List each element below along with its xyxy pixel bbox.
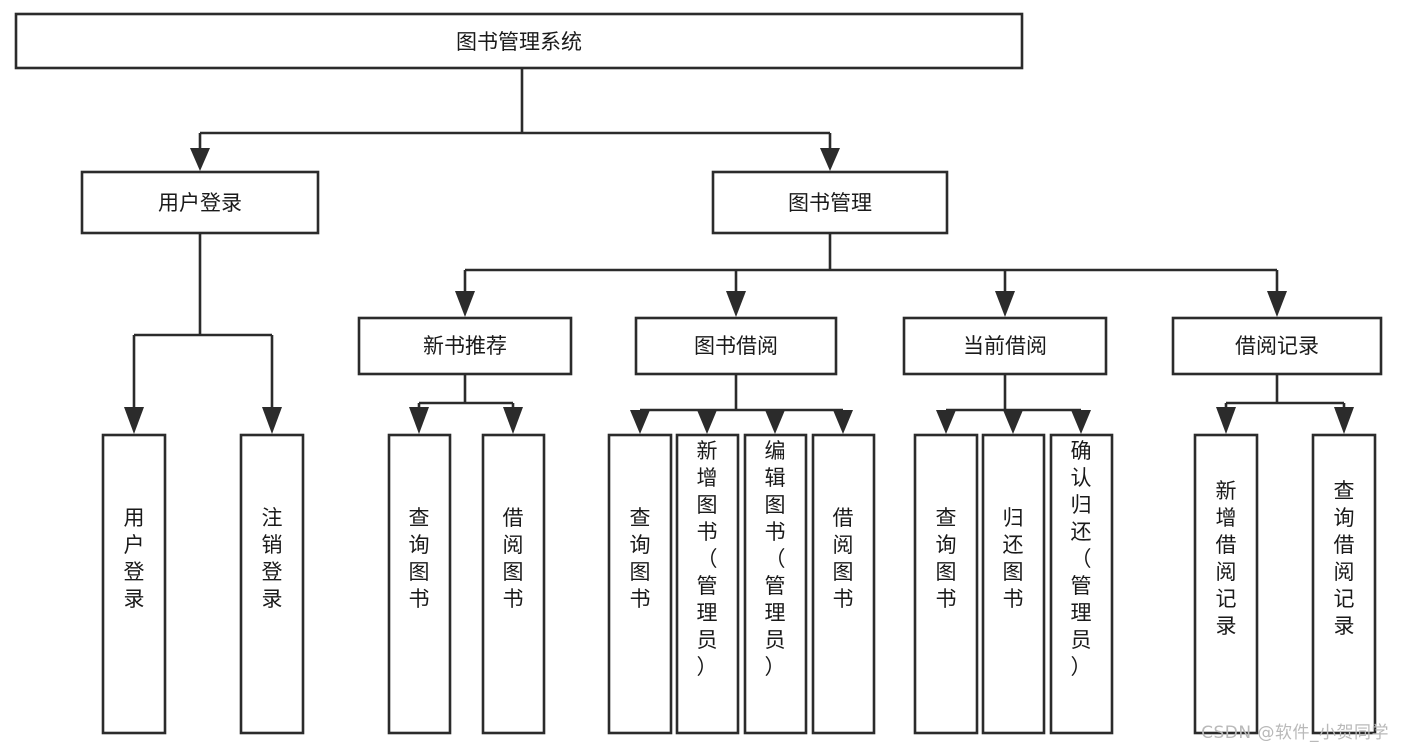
node-borrow-record[interactable]: 借阅记录 [1171, 316, 1383, 376]
arrow-book-manage-to-record [1267, 291, 1287, 317]
arrow-recommend-to-leaf2 [503, 407, 523, 434]
leaf-node-query-borrow-record-box[interactable] [1311, 433, 1377, 735]
arrow-current-to-leaf1 [936, 410, 956, 434]
node-book-borrow-box[interactable] [634, 316, 838, 376]
node-book-borrow-label: 图书借阅 [694, 334, 778, 358]
leaf-node-query-book-1-box[interactable] [387, 433, 452, 735]
leaf-node-query-book-3[interactable]: 查询图书 [913, 433, 979, 735]
leaf-node-add-borrow-record-label: 新增借阅记录 [1216, 479, 1237, 638]
arrow-bookborrow-to-leaf4 [833, 410, 853, 434]
arrow-book-manage-to-current [995, 291, 1015, 317]
leaf-node-user-login-label: 用户登录 [124, 506, 145, 611]
node-user-login-box[interactable] [80, 170, 320, 235]
arrow-root-to-user-login [190, 148, 210, 171]
leaf-node-query-book-2-box[interactable] [607, 433, 673, 735]
leaf-node-add-book-admin-label: 新增图书（管理员） [697, 439, 718, 679]
leaf-node-add-book-admin-box[interactable] [675, 433, 740, 735]
leaf-node-confirm-return-admin-label: 确认归还（管理员） [1071, 439, 1092, 679]
leaf-node-add-book-admin[interactable]: 新增图书（管理员） [675, 433, 740, 735]
node-new-book-recommend-box[interactable] [357, 316, 573, 376]
leaf-node-edit-book-admin-label: 编辑图书（管理员） [765, 439, 786, 679]
leaf-node-query-book-2[interactable]: 查询图书 [607, 433, 673, 735]
arrow-current-to-leaf2 [1003, 410, 1023, 434]
leaf-node-edit-book-admin[interactable]: 编辑图书（管理员） [743, 433, 808, 735]
node-book-manage-label: 图书管理 [788, 191, 872, 215]
leaf-node-return-book-label: 归还图书 [1003, 506, 1024, 611]
arrow-user-login-to-leaf2 [262, 407, 282, 434]
leaf-node-logout-login[interactable]: 注销登录 [239, 433, 305, 735]
csdn-watermark: CSDN @软件_小贺同学 [1201, 723, 1389, 743]
node-current-borrow[interactable]: 当前借阅 [902, 316, 1108, 376]
leaf-node-borrow-book-1-label: 借阅图书 [503, 506, 524, 611]
node-book-manage-box[interactable] [711, 170, 949, 235]
leaf-node-logout-login-label: 注销登录 [262, 506, 283, 611]
node-root-label: 图书管理系统 [456, 30, 582, 54]
leaf-node-query-borrow-record[interactable]: 查询借阅记录 [1311, 433, 1377, 735]
leaf-node-add-borrow-record[interactable]: 新增借阅记录 [1193, 433, 1259, 735]
arrow-current-to-leaf3 [1071, 410, 1091, 434]
arrow-book-manage-to-borrow [726, 291, 746, 317]
arrow-recommend-to-leaf1 [409, 407, 429, 434]
leaf-node-borrow-book-2-label: 借阅图书 [833, 506, 854, 611]
leaf-node-query-book-3-box[interactable] [913, 433, 979, 735]
connector-layer [124, 68, 1354, 434]
leaf-node-borrow-book-1-box[interactable] [481, 433, 546, 735]
node-book-borrow[interactable]: 图书借阅 [634, 316, 838, 376]
leaf-node-confirm-return-admin-box[interactable] [1049, 433, 1114, 735]
leaf-node-confirm-return-admin[interactable]: 确认归还（管理员） [1049, 433, 1114, 735]
arrow-bookborrow-to-leaf2 [697, 410, 717, 434]
leaf-node-query-book-2-label: 查询图书 [630, 506, 651, 611]
leaf-node-borrow-book-2[interactable]: 借阅图书 [811, 433, 876, 735]
leaf-node-return-book-box[interactable] [981, 433, 1046, 735]
leaf-node-add-borrow-record-box[interactable] [1193, 433, 1259, 735]
leaf-node-query-borrow-record-label: 查询借阅记录 [1334, 479, 1355, 638]
node-current-borrow-label: 当前借阅 [963, 334, 1047, 358]
node-user-login[interactable]: 用户登录 [80, 170, 320, 235]
arrow-user-login-to-leaf1 [124, 407, 144, 434]
leaf-node-user-login-box[interactable] [101, 433, 167, 735]
node-user-login-label: 用户登录 [158, 191, 242, 215]
node-new-book-recommend[interactable]: 新书推荐 [357, 316, 573, 376]
arrow-bookborrow-to-leaf1 [630, 410, 650, 434]
leaf-node-query-book-3-label: 查询图书 [936, 506, 957, 611]
leaf-node-return-book[interactable]: 归还图书 [981, 433, 1046, 735]
arrow-book-manage-to-recommend [455, 291, 475, 317]
arrow-record-to-leaf2 [1334, 407, 1354, 434]
node-borrow-record-label: 借阅记录 [1235, 334, 1319, 358]
node-book-manage[interactable]: 图书管理 [711, 170, 949, 235]
leaf-node-edit-book-admin-box[interactable] [743, 433, 808, 735]
arrow-bookborrow-to-leaf3 [765, 410, 785, 434]
leaf-node-query-book-1-label: 查询图书 [409, 506, 430, 611]
node-root-box[interactable] [14, 12, 1024, 70]
arrow-record-to-leaf1 [1216, 407, 1236, 434]
node-root[interactable]: 图书管理系统 [14, 12, 1024, 70]
leaf-node-query-book-1[interactable]: 查询图书 [387, 433, 452, 735]
node-borrow-record-box[interactable] [1171, 316, 1383, 376]
leaf-nodes-layer: 用户登录 注销登录 查询图书 借阅图书 查询图书 新 [101, 433, 1377, 735]
leaf-node-user-login[interactable]: 用户登录 [101, 433, 167, 735]
arrow-root-to-book-manage [820, 148, 840, 171]
node-current-borrow-box[interactable] [902, 316, 1108, 376]
leaf-node-borrow-book-2-box[interactable] [811, 433, 876, 735]
leaf-node-logout-login-box[interactable] [239, 433, 305, 735]
leaf-node-borrow-book-1[interactable]: 借阅图书 [481, 433, 546, 735]
node-new-book-recommend-label: 新书推荐 [423, 334, 507, 358]
